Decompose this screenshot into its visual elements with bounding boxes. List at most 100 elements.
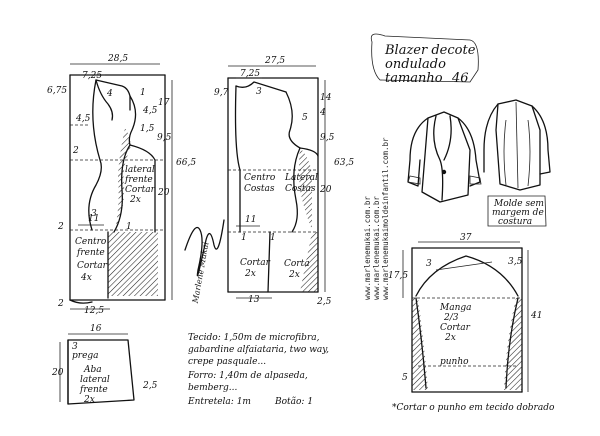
back-pattern: 27,5 7,25 9,7 3 14 4 5 9,5 63,5 20 11 1 … <box>214 56 354 307</box>
materials-line-1: Tecido: 1,50m de microfibra, <box>188 333 320 343</box>
flap-mark-top: 3 <box>72 342 78 352</box>
mold-note-1: Molde sem <box>493 199 544 209</box>
sleeve-width: 37 <box>460 233 472 243</box>
sleeve-label-3: Cortar <box>440 323 471 333</box>
materials-line-4: Forro: 1,40m de alpaseda, <box>187 371 308 381</box>
back-mark-20: 20 <box>319 185 332 195</box>
back-mark-14: 14 <box>320 93 332 103</box>
mold-note-3: costura <box>498 217 532 227</box>
back-mark-4: 4 <box>319 108 326 118</box>
back-cut-lateral-2: 2x <box>288 270 300 280</box>
sleeve-label-4: 2x <box>444 333 456 343</box>
pocket-flap-pattern: 16 20 2,5 3 prega Aba lateral frente 2x <box>51 324 158 405</box>
back-width-top: 27,5 <box>264 56 285 66</box>
website-line-1: www.marlenemukai.com.br <box>363 196 372 300</box>
title-line-2: ondulado <box>385 57 446 72</box>
website-line-3: www.marlenemukaimoldeinfantil.com.br <box>381 137 390 300</box>
mold-note-2: margem de <box>492 208 544 218</box>
front-pattern: 28,5 7,25 6,75 4 1 4,5 1,5 4,5 2 17 9,5 … <box>47 54 196 316</box>
front-dart-side: 4,5 <box>142 106 158 116</box>
back-center-label-2: Costas <box>244 184 275 194</box>
title-line-1: Blazer decote <box>384 43 476 58</box>
front-lateral-label-4: 2x <box>129 195 141 205</box>
back-cut-center-1: Cortar <box>240 258 271 268</box>
front-mark-0: 2 <box>57 299 64 309</box>
mold-note: Molde sem margem de costura <box>487 195 547 227</box>
back-mark-1b: 1 <box>270 233 276 243</box>
front-bust-line: 1,5 <box>140 124 155 134</box>
flap-label-4: 2x <box>83 395 95 405</box>
front-neck-drop: 6,75 <box>47 86 67 96</box>
materials-line-6: Entretela: 1m <box>187 397 251 407</box>
front-mark-2: 2 <box>72 146 79 156</box>
back-cut-center-2: 2x <box>244 269 256 279</box>
front-lateral-label-1: lateral <box>125 165 155 175</box>
front-mark-3: 3 <box>91 209 97 219</box>
back-mark-5: 5 <box>302 113 308 123</box>
materials-line-5: bemberg... <box>188 383 237 393</box>
front-chest: 4,5 <box>75 114 91 124</box>
flap-mark: 2,5 <box>142 381 158 391</box>
signature-text: Marlene Mukai <box>191 241 211 305</box>
cuff-note: *Cortar o punho em tecido dobrado <box>392 403 555 413</box>
sleeve-cuff-label: punho <box>440 357 469 367</box>
sleeve-cap: 17,5 <box>388 271 408 281</box>
front-neck-side: 4 <box>106 89 113 99</box>
front-mark-95: 9,5 <box>157 133 172 143</box>
front-mark-17: 17 <box>158 98 170 108</box>
signature: Marlene Mukai <box>184 219 225 305</box>
flap-width: 16 <box>90 324 102 334</box>
back-mark-1a: 1 <box>241 233 247 243</box>
sleeve-length: 41 <box>530 311 542 321</box>
sleeve-pattern: 37 3 3,5 17,5 41 punho 5 Manga 2/3 Corta… <box>388 233 542 393</box>
flap-height: 20 <box>51 368 64 378</box>
title-line-3: tamanho <box>385 71 443 86</box>
back-mark-13: 13 <box>248 295 260 305</box>
front-center-label-4: 4x <box>80 273 92 283</box>
website-vertical: www.marlenemukai.com.br www.marlenemukai… <box>363 137 390 300</box>
flap-prega: prega <box>72 351 99 361</box>
front-mark-20: 20 <box>157 188 170 198</box>
back-center-label-1: Centro <box>244 173 276 183</box>
front-center-label-3: Cortar <box>77 261 108 271</box>
back-mark-95: 9,5 <box>320 133 335 143</box>
website-line-2: www.marlenemukai.com.br <box>372 196 381 300</box>
sleeve-label-1: Manga <box>439 303 472 313</box>
front-mark-11: 11 <box>88 214 99 224</box>
back-neck-side: 3 <box>256 87 262 97</box>
sleeve-right-35: 3,5 <box>508 257 523 267</box>
back-mark-25: 2,5 <box>316 297 332 307</box>
back-shoulder: 7,25 <box>240 69 260 79</box>
sleeve-cuff: 5 <box>402 373 408 383</box>
front-lateral-label-3: Cortar <box>125 185 156 195</box>
front-mark-665: 66,5 <box>176 158 196 168</box>
materials-line-2: gabardine alfaiataria, two way, <box>188 345 329 355</box>
front-lateral-label-2: frente <box>124 175 153 185</box>
flap-label-3: frente <box>79 385 108 395</box>
back-mark-635: 63,5 <box>334 158 354 168</box>
back-cut-lateral-1: Corta <box>284 259 310 269</box>
front-mark-2b: 2 <box>57 222 64 232</box>
back-neck-drop: 9,7 <box>214 88 229 98</box>
front-width-top: 28,5 <box>107 54 128 64</box>
sleeve-label-2: 2/3 <box>443 313 459 323</box>
front-armhole-side: 1 <box>140 88 146 98</box>
flap-label-2: lateral <box>80 375 110 385</box>
jacket-front-illustration <box>407 111 482 203</box>
jacket-back-illustration <box>483 99 551 191</box>
sleeve-left-3: 3 <box>426 259 432 269</box>
back-mark-11: 11 <box>245 215 256 225</box>
flap-label-1: Aba <box>83 365 102 375</box>
front-mark-1: 1 <box>126 222 132 232</box>
front-center-label-2: frente <box>76 248 105 258</box>
back-lateral-label-1: Lateral <box>284 173 318 183</box>
materials-line-3: crepe pasquale... <box>188 357 266 367</box>
front-mark-125: 12,5 <box>84 306 104 316</box>
front-shoulder: 7,25 <box>82 71 102 81</box>
title-size: 46 <box>451 71 469 86</box>
title-block: Blazer decote ondulado tamanho 46 <box>370 33 479 86</box>
back-lateral-label-2: Costas <box>285 184 316 194</box>
materials-text: Tecido: 1,50m de microfibra, gabardine a… <box>187 333 329 407</box>
front-center-label-1: Centro <box>75 237 107 247</box>
